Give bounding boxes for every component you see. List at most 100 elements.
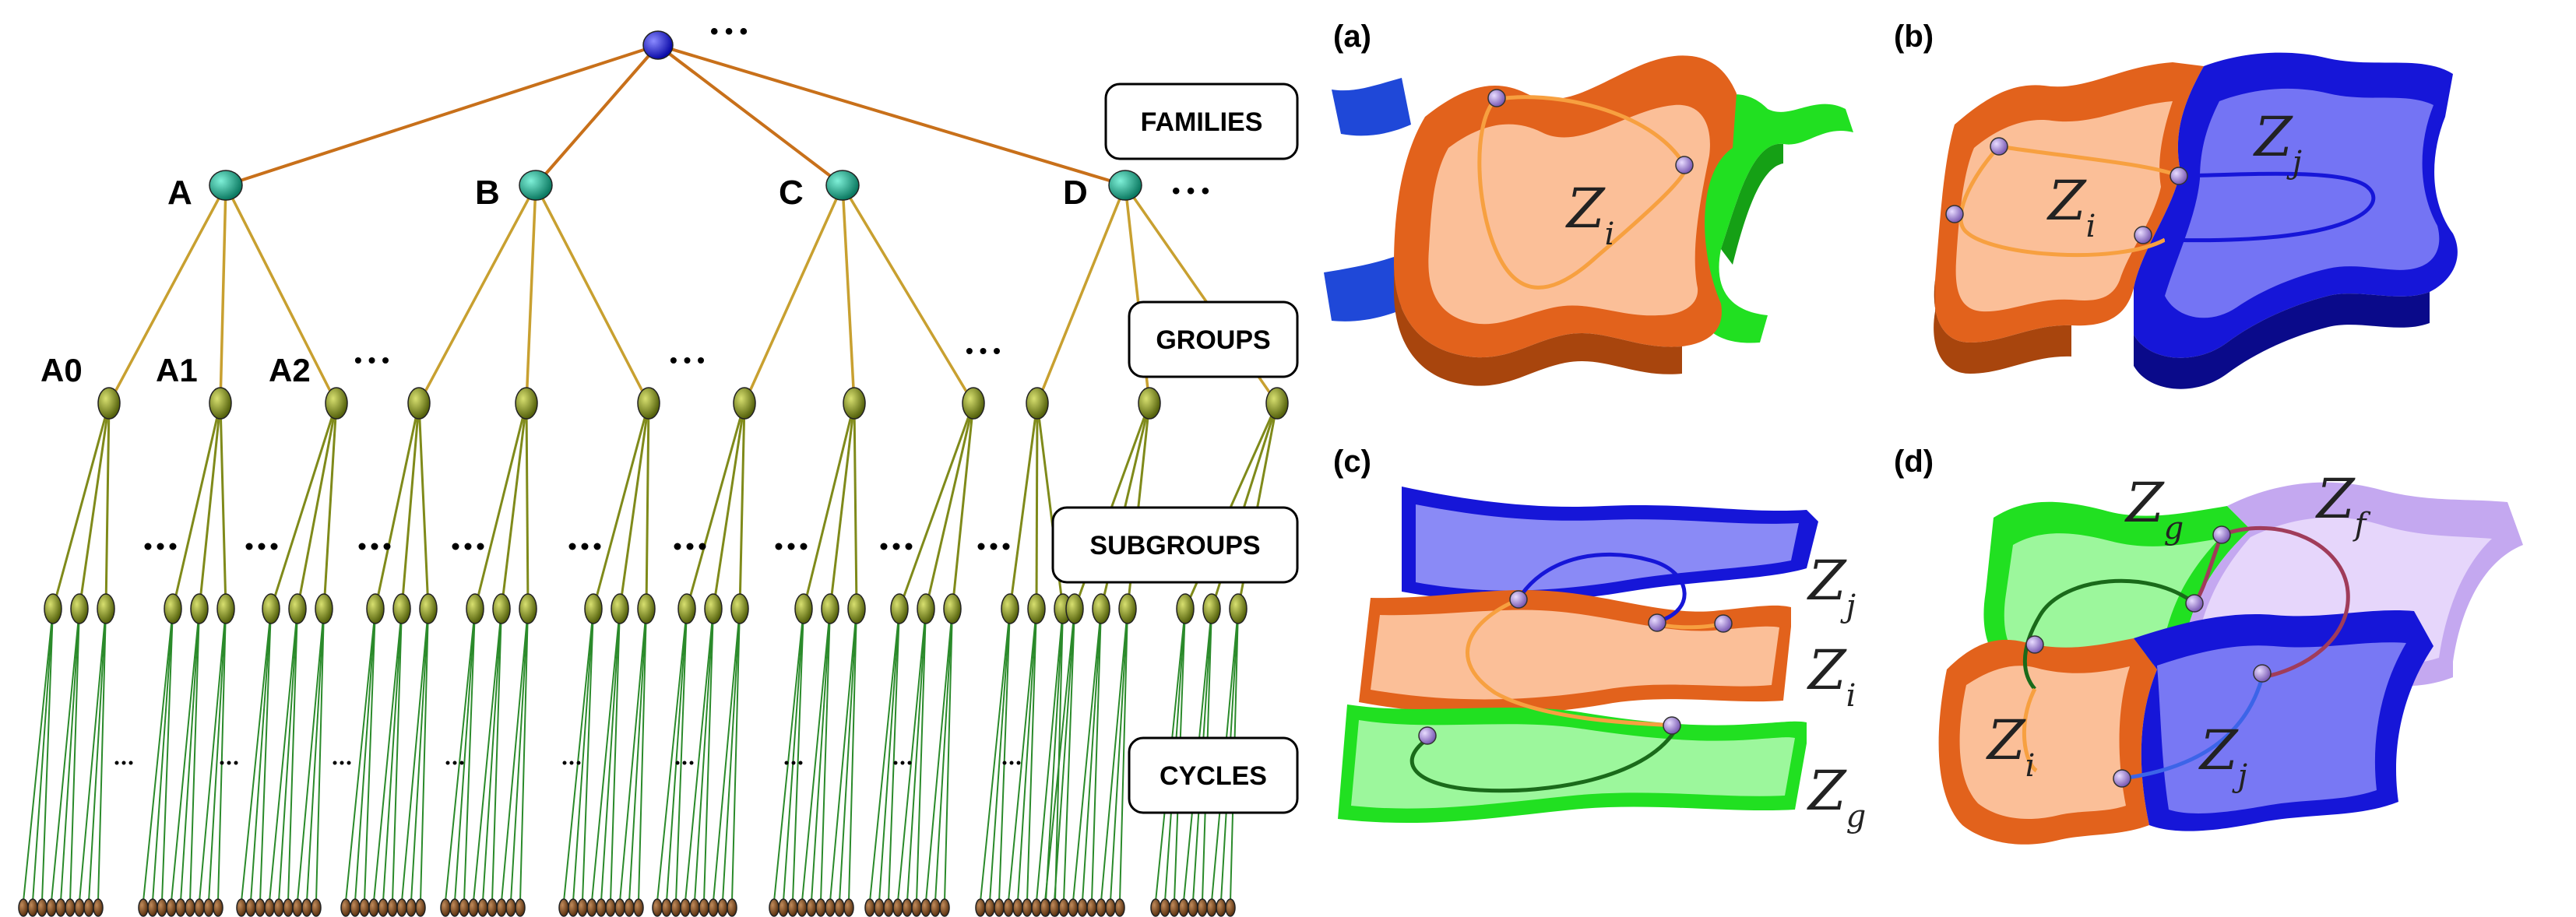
- cycle-edge: [473, 608, 502, 902]
- group-edge: [219, 184, 227, 404]
- group-edge: [224, 184, 338, 404]
- cycle-edge: [269, 608, 298, 902]
- cycle-edge: [463, 608, 476, 902]
- cycle-node: [496, 898, 507, 917]
- cycle-edge: [619, 608, 647, 902]
- ellipsis-dot: [333, 761, 337, 765]
- ellipsis-dot: [593, 543, 601, 550]
- subgroup-node: [1027, 593, 1046, 624]
- cycle-node: [359, 898, 370, 917]
- cycle-edge: [392, 608, 403, 902]
- ellipsis-dot: [144, 543, 152, 550]
- cycle-node: [449, 898, 460, 917]
- ellipsis-dot: [907, 761, 912, 765]
- cycle-node: [797, 898, 808, 917]
- cycle-node: [368, 898, 379, 917]
- cycle-node: [825, 898, 836, 917]
- panel-b-label: (b): [1894, 19, 1934, 54]
- cycle-edge: [315, 608, 325, 902]
- cycle-edge: [1119, 608, 1128, 902]
- ellipsis-dot: [245, 543, 253, 550]
- cycle-node: [864, 898, 875, 917]
- subgroup-node: [1065, 593, 1084, 624]
- cycle-node: [994, 898, 1005, 917]
- cycle-edge: [88, 608, 107, 902]
- subgroup-node: [44, 593, 62, 624]
- cycle-node: [415, 898, 426, 917]
- subgroup-node: [366, 593, 385, 624]
- ellipsis-groups-b: • • •: [670, 348, 705, 372]
- subgroup-edge: [374, 402, 421, 610]
- panel-d-z-j: Zj: [2198, 718, 2247, 794]
- group-node: [515, 387, 538, 420]
- ellipsis-dot: [358, 543, 366, 550]
- subgroup-node: [584, 593, 603, 624]
- cycle-zg: [2022, 578, 2196, 690]
- cycle-zj: [2121, 676, 2265, 781]
- cycle-edge: [1110, 608, 1128, 902]
- tree-edges: [23, 44, 1279, 902]
- node-point: [1509, 590, 1528, 609]
- ellipsis-dot: [347, 761, 351, 765]
- orange-sheet-face: [1959, 666, 2130, 820]
- subgroup-node: [315, 593, 333, 624]
- ellipsis-dot: [784, 761, 789, 765]
- cycle-edge: [925, 608, 953, 902]
- subgroup-node: [821, 593, 839, 624]
- cycle-node: [834, 898, 845, 917]
- cycle-edge: [666, 608, 688, 902]
- subgroup-edge: [712, 402, 746, 610]
- cycle-node: [806, 898, 817, 917]
- cycle-node: [194, 898, 205, 917]
- subgroup-node: [262, 593, 280, 624]
- ellipsis-dot: [114, 761, 119, 765]
- group-node: [843, 387, 866, 420]
- cycle-node: [975, 898, 986, 917]
- ellipsis-dot: [371, 543, 378, 550]
- cycle-edge: [572, 608, 594, 902]
- cycle-node: [213, 898, 223, 917]
- group-node: [1265, 387, 1289, 420]
- node-point: [1945, 205, 1964, 223]
- cycle-node: [874, 898, 885, 917]
- cycle-edge: [773, 608, 804, 902]
- cycle-node: [614, 898, 625, 917]
- green-sheet-face: [1351, 720, 1795, 809]
- blue-sheet-face: [1416, 504, 1799, 591]
- subgroup-node: [1092, 593, 1110, 624]
- family-edge: [534, 44, 660, 187]
- cycle-edge: [401, 608, 429, 902]
- ellipsis-dot: [892, 543, 900, 550]
- group-edge: [1036, 184, 1127, 404]
- subgroup-edge: [417, 402, 430, 610]
- cycle-node: [396, 898, 407, 917]
- ellipsis-dot: [452, 543, 459, 550]
- cycle-node: [652, 898, 663, 917]
- ellipsis-dot: [477, 543, 484, 550]
- cycle-node: [1040, 898, 1050, 917]
- cycle-node: [605, 898, 616, 917]
- ellipsis-dot: [686, 543, 694, 550]
- cycle-node: [138, 898, 149, 917]
- panel-c-z-j: Zj: [1807, 549, 1856, 624]
- cycle-edge: [51, 608, 80, 902]
- ellipsis-dot: [800, 543, 808, 550]
- cycle-edge: [420, 608, 429, 902]
- group-edge: [841, 184, 856, 404]
- subgroup-edge: [951, 402, 975, 610]
- cycle-edge: [259, 608, 272, 902]
- panel-b-z-i: Zi: [2046, 169, 2096, 244]
- cycle-node: [883, 898, 894, 917]
- cycle-edge: [820, 608, 831, 902]
- tree-nodes: [18, 30, 1289, 917]
- subgroup-node: [216, 593, 235, 624]
- orange-sheet-face: [1428, 104, 1710, 325]
- family-node: [825, 170, 860, 201]
- ellipsis-dot: [383, 543, 391, 550]
- cycle-edge: [364, 608, 376, 902]
- cycle-node: [459, 898, 470, 917]
- ellipsis-groups-c: • • •: [966, 339, 1001, 363]
- ellipsis-dot: [568, 543, 576, 550]
- cycle-node: [911, 898, 922, 917]
- cycle-node: [505, 898, 516, 917]
